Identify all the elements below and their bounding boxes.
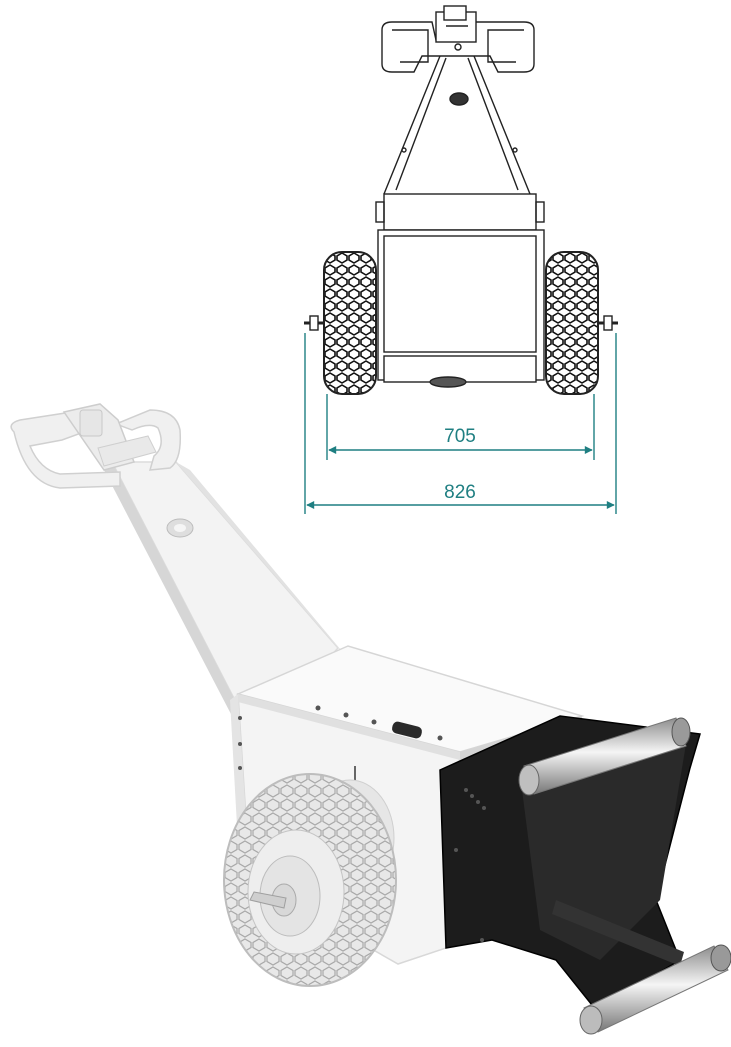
render-bottom-roller [579, 944, 731, 1035]
top-wheel-right [545, 251, 618, 395]
top-wheel-left [304, 251, 377, 395]
render-charge-port [392, 721, 422, 739]
render-bucket [439, 715, 731, 1035]
render-tiller [104, 461, 346, 716]
rendered-tug [10, 403, 731, 1035]
render-handle [10, 403, 182, 489]
dimension-label-705: 705 [444, 426, 476, 447]
dimension-label-826: 826 [444, 482, 476, 503]
top-chassis [375, 193, 545, 388]
top-view [304, 5, 618, 395]
render-top-roller [518, 717, 691, 796]
render-wheel [223, 773, 397, 987]
dimension-outer-width [304, 333, 617, 514]
top-handle [381, 5, 535, 73]
dimension-inner-width [326, 394, 595, 460]
render-body-holes [238, 705, 443, 770]
top-tiller [383, 55, 531, 195]
